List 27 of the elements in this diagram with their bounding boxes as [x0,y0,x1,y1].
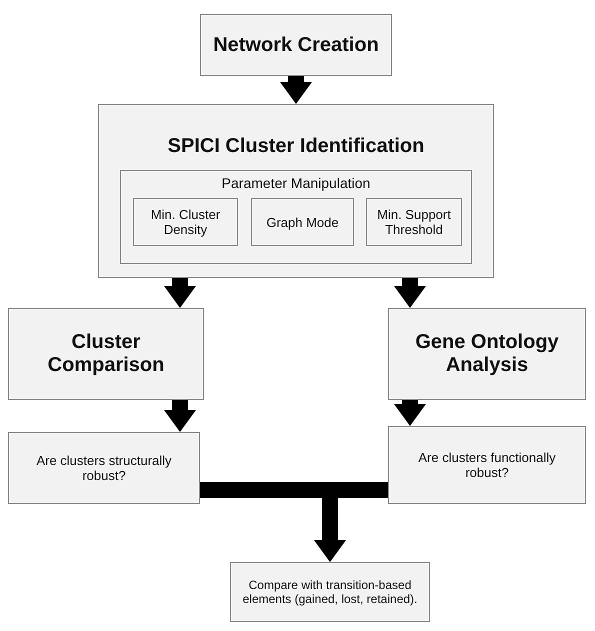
node-label: Network Creation [213,34,379,56]
node-label: Cluster Comparison [46,331,166,377]
arrow [164,400,196,432]
group-title: SPICI Cluster Identification [168,135,424,158]
node-label: Min. Cluster Density [150,207,222,237]
node-label: Are clusters structurally robust? [35,453,173,483]
node-label: Graph Mode [266,214,339,230]
arrow [394,400,426,426]
process-group-box [98,104,494,278]
arrow [164,278,196,308]
node-label: Are clusters functionally robust? [417,450,557,480]
arrow [394,278,426,308]
parameter-box [251,198,354,246]
process-box [200,14,392,76]
question-box [388,426,586,504]
node-label: Compare with transition-based elements (gained, lost, retained). [242,578,418,606]
node-label: Min. Support Threshold [376,207,452,237]
process-box [388,308,586,400]
process-box [8,308,204,400]
question-box [8,432,200,504]
parameter-box [133,198,238,246]
parameter-group-box [120,170,472,264]
group-title: Parameter Manipulation [222,175,370,191]
arrow [280,76,312,104]
parameter-box [366,198,462,246]
node-label: Gene Ontology Analysis [414,331,560,377]
result-box [230,562,430,622]
